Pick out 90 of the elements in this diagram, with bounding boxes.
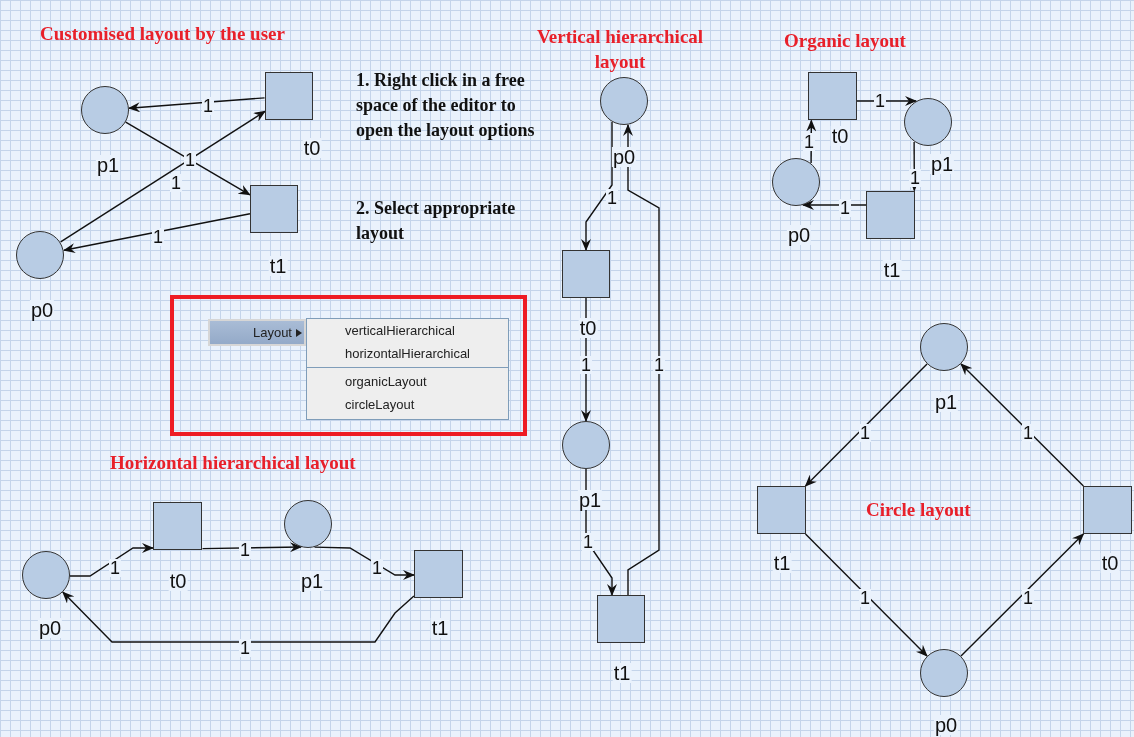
edge-label: 1 — [152, 228, 164, 246]
arrow — [201, 542, 302, 553]
edge-label: 1 — [1022, 589, 1034, 607]
place-circle — [904, 98, 952, 146]
node-label: p1 — [929, 154, 955, 174]
node-label: p0 — [786, 225, 812, 245]
edge-label: 1 — [1022, 424, 1034, 442]
place-circle — [81, 86, 129, 134]
node-label: t1 — [612, 663, 632, 683]
transition-box — [250, 185, 298, 233]
edge-label: 1 — [170, 174, 182, 192]
arrow — [806, 119, 817, 164]
submenu-panel — [306, 318, 509, 420]
arrow — [960, 363, 1085, 487]
edge-label: 1 — [803, 133, 815, 151]
section-title: Vertical hierarchical layout — [535, 25, 705, 74]
node-label: p1 — [95, 155, 121, 175]
node-label: p0 — [933, 715, 959, 735]
transition-box — [414, 550, 463, 598]
edge-label: 1 — [859, 424, 871, 442]
node-label: t1 — [268, 256, 288, 276]
place-circle — [22, 551, 70, 599]
edge-label: 1 — [202, 97, 214, 115]
instruction-text: 2. Select appropriate layout — [356, 197, 517, 246]
node-label: t0 — [168, 571, 188, 591]
node-label: p1 — [933, 392, 959, 412]
menu-item: verticalHierarchical — [344, 322, 456, 340]
menu-item: horizontalHierarchical — [344, 345, 471, 363]
edge-label: 1 — [371, 559, 383, 577]
place-circle — [562, 421, 610, 469]
node-label: p0 — [37, 618, 63, 638]
arrow — [313, 546, 415, 580]
highlight-frame — [170, 295, 527, 436]
node-label: p0 — [29, 300, 55, 320]
section-title: Organic layout — [784, 29, 907, 53]
arrow — [125, 121, 251, 196]
instruction-text: 1. Right click in a free space of the editor to open the layout options — [356, 69, 536, 143]
edge-label: 1 — [909, 169, 921, 187]
edge-label: 1 — [582, 533, 594, 551]
arrow — [804, 533, 928, 657]
node-label: t1 — [430, 618, 450, 638]
transition-box — [808, 72, 857, 120]
place-circle — [772, 158, 820, 206]
node-label: p0 — [611, 147, 637, 167]
node-label: p1 — [299, 571, 325, 591]
section-title: Customised layout by the user — [40, 22, 286, 46]
node-label: t1 — [882, 260, 902, 280]
arrow — [856, 96, 917, 106]
arrow — [960, 533, 1085, 657]
arrow — [69, 543, 154, 577]
node-label: t0 — [578, 318, 598, 338]
place-circle — [920, 649, 968, 697]
transition-box — [153, 502, 202, 550]
edge-label: 1 — [239, 541, 251, 559]
node-label: t0 — [302, 138, 322, 158]
node-label: t0 — [830, 126, 850, 146]
transition-box — [866, 191, 915, 239]
transition-box — [1083, 486, 1132, 534]
menu-item: circleLayout — [344, 396, 416, 414]
menu-item: Layout — [208, 319, 306, 346]
transition-box — [597, 595, 645, 643]
menu-item: organicLayout — [344, 373, 428, 391]
arrow — [63, 213, 251, 254]
transition-box — [757, 486, 806, 534]
place-circle — [920, 323, 968, 371]
transition-box — [265, 72, 313, 120]
section-title: Circle layout — [866, 498, 972, 522]
arrow — [59, 110, 266, 243]
transition-box — [562, 250, 610, 298]
node-label: p1 — [577, 490, 603, 510]
edge-label: 1 — [839, 199, 851, 217]
edge-label: 1 — [109, 559, 121, 577]
node-label: t1 — [772, 553, 792, 573]
arrow — [127, 97, 266, 113]
arrow — [623, 124, 660, 596]
place-circle — [284, 500, 332, 548]
node-label: t0 — [1100, 553, 1120, 573]
edge-label: 1 — [606, 189, 618, 207]
edge-label: 1 — [859, 589, 871, 607]
arrow — [804, 363, 928, 487]
edge-label: 1 — [653, 356, 665, 374]
edge-label: 1 — [580, 356, 592, 374]
place-circle — [600, 77, 648, 125]
place-circle — [16, 231, 64, 279]
arrow — [802, 200, 867, 210]
edge-label: 1 — [184, 151, 196, 169]
edge-label: 1 — [239, 639, 251, 657]
arrow — [62, 591, 415, 643]
section-title: Horizontal hierarchical layout — [110, 451, 357, 475]
edge-label: 1 — [874, 92, 886, 110]
